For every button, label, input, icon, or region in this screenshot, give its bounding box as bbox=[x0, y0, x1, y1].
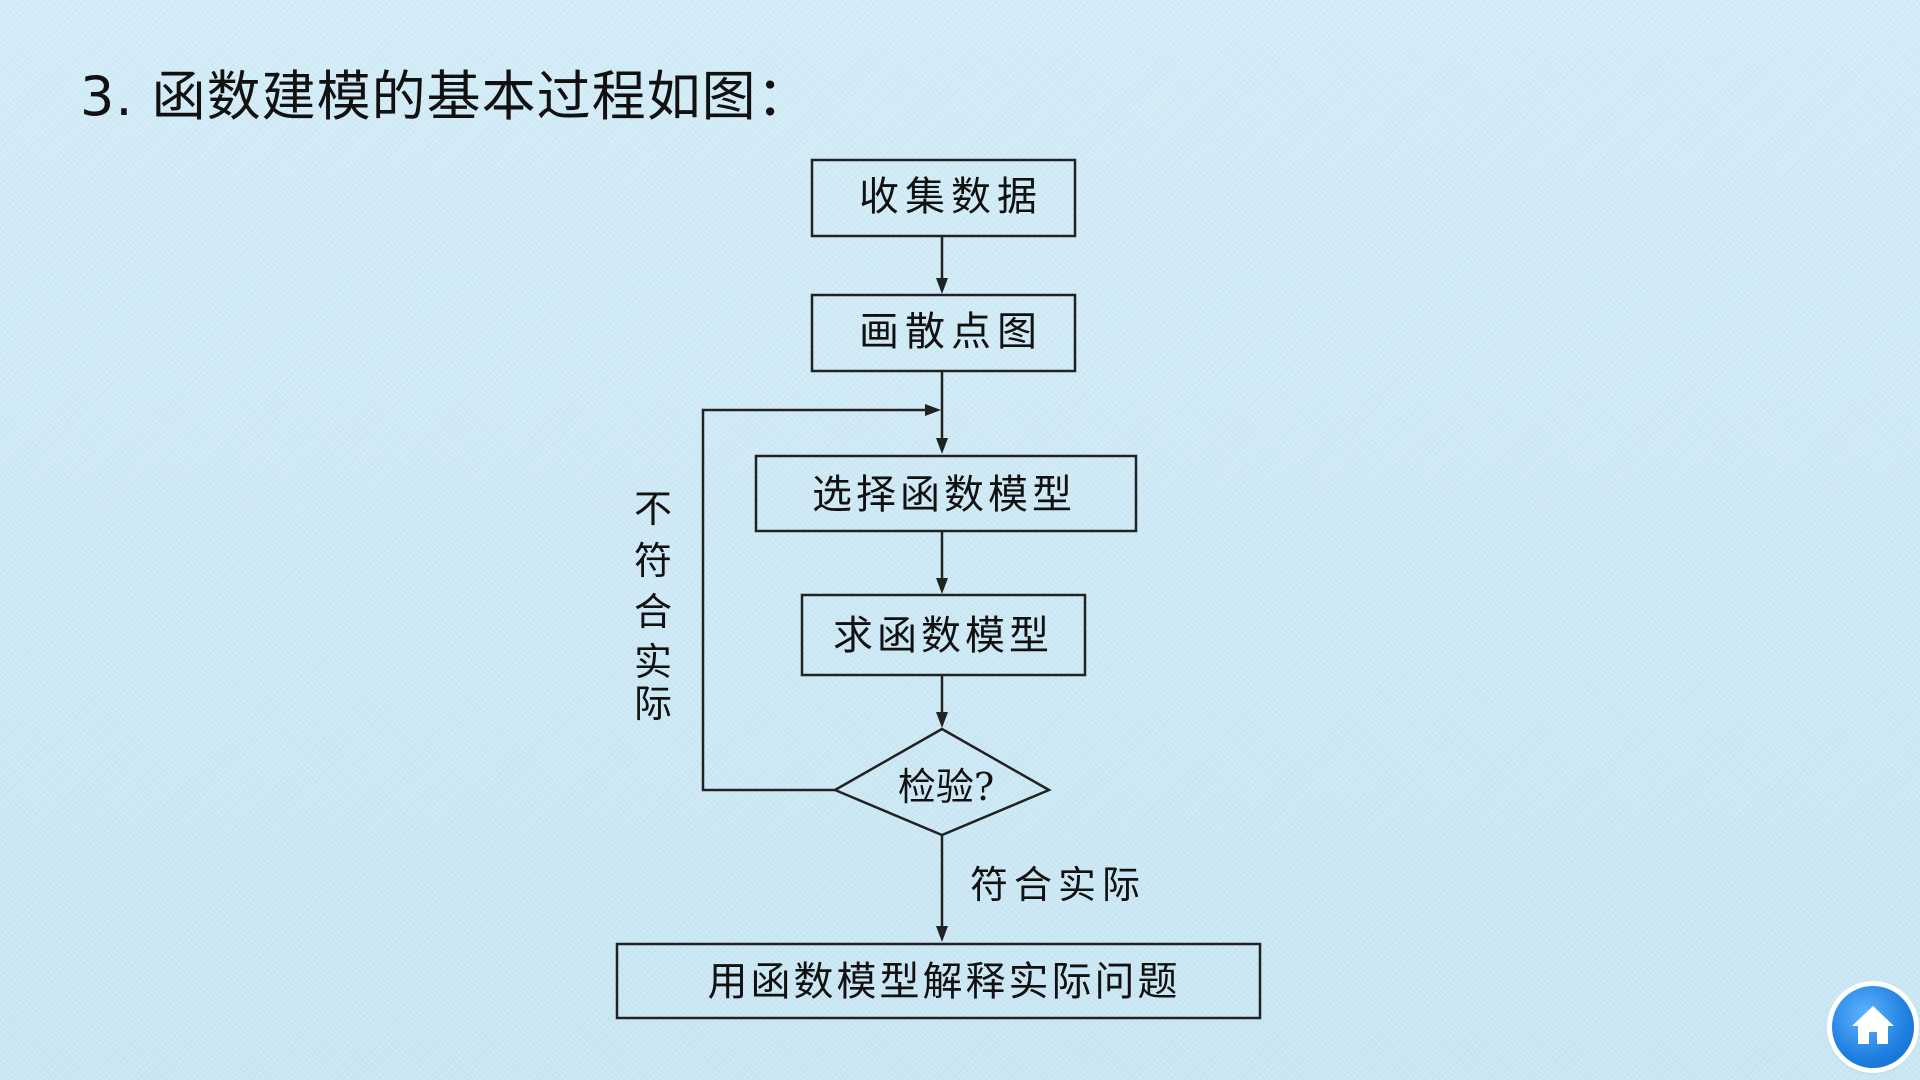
label-not-fit-char: 实 bbox=[634, 640, 672, 684]
node-collect-data bbox=[810, 158, 1077, 238]
node-check-label: 检验? bbox=[898, 765, 994, 809]
arrowhead bbox=[936, 438, 948, 454]
node-choose-model-label: 选择函数模型 bbox=[812, 472, 1076, 518]
node-solve-model bbox=[800, 593, 1087, 677]
arrowhead bbox=[936, 278, 948, 294]
slide-title: 3. 函数建模的基本过程如图： bbox=[80, 65, 812, 128]
label-not-fit-char: 际 bbox=[634, 682, 672, 726]
label-not-fit-char: 符 bbox=[634, 539, 672, 583]
arrowhead bbox=[936, 712, 948, 728]
node-check-decision bbox=[832, 727, 1052, 837]
node-explain-problem-label: 用函数模型解释实际问题 bbox=[708, 959, 1181, 1005]
edge-loop-back bbox=[701, 408, 925, 792]
label-not-fit-vertical: 不 符 合 实 际 bbox=[634, 487, 672, 726]
node-scatter-plot-label: 画散点图 bbox=[859, 309, 1043, 355]
home-button[interactable] bbox=[1832, 986, 1914, 1068]
arrowhead bbox=[925, 404, 941, 416]
arrowhead bbox=[936, 926, 948, 942]
arrowhead bbox=[936, 578, 948, 594]
label-not-fit-char: 合 bbox=[634, 590, 672, 634]
node-collect-data-label: 收集数据 bbox=[859, 174, 1043, 220]
node-solve-model-label: 求函数模型 bbox=[833, 613, 1053, 659]
node-scatter-plot bbox=[810, 293, 1077, 373]
label-not-fit-char: 不 bbox=[634, 487, 672, 531]
node-explain-problem bbox=[615, 942, 1262, 1020]
label-fit: 符合实际 bbox=[970, 863, 1146, 907]
home-icon bbox=[1852, 1006, 1894, 1044]
node-choose-model bbox=[754, 454, 1138, 533]
